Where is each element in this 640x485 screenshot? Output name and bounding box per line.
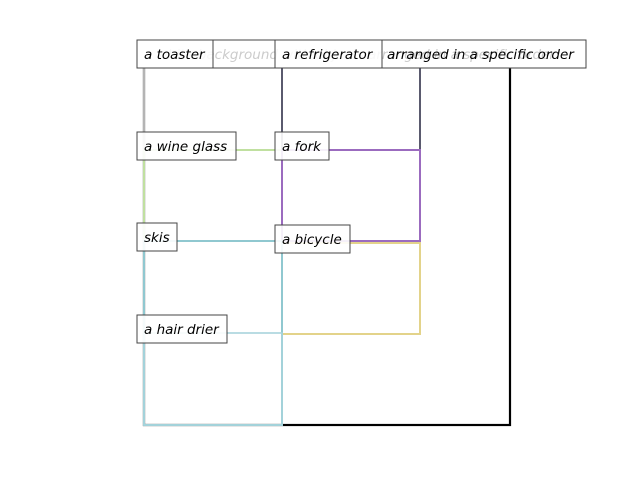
label-refrigerator-text: a refrigerator bbox=[282, 47, 374, 63]
label-wine-glass: a wine glass bbox=[136, 131, 237, 161]
box-fork bbox=[281, 149, 421, 242]
label-skis-text: skis bbox=[144, 230, 170, 246]
caption-tail: arranged in a specific order bbox=[387, 47, 575, 63]
label-skis: skis bbox=[136, 222, 178, 252]
label-bicycle-text: a bicycle bbox=[282, 232, 342, 248]
label-wine-glass-text: a wine glass bbox=[144, 139, 227, 155]
label-fork: a fork bbox=[274, 131, 330, 161]
label-refrigerator: a refrigerator bbox=[274, 39, 383, 69]
label-bicycle: a bicycle bbox=[274, 224, 351, 254]
box-bicycle bbox=[281, 242, 421, 335]
box-hair-drier bbox=[143, 332, 283, 426]
label-toaster: a toaster bbox=[136, 39, 214, 69]
label-fork-text: a fork bbox=[282, 139, 322, 155]
label-hair-drier: a hair drier bbox=[136, 314, 228, 344]
label-hair-drier-text: a hair drier bbox=[144, 322, 220, 338]
label-toaster-text: a toaster bbox=[144, 47, 206, 63]
